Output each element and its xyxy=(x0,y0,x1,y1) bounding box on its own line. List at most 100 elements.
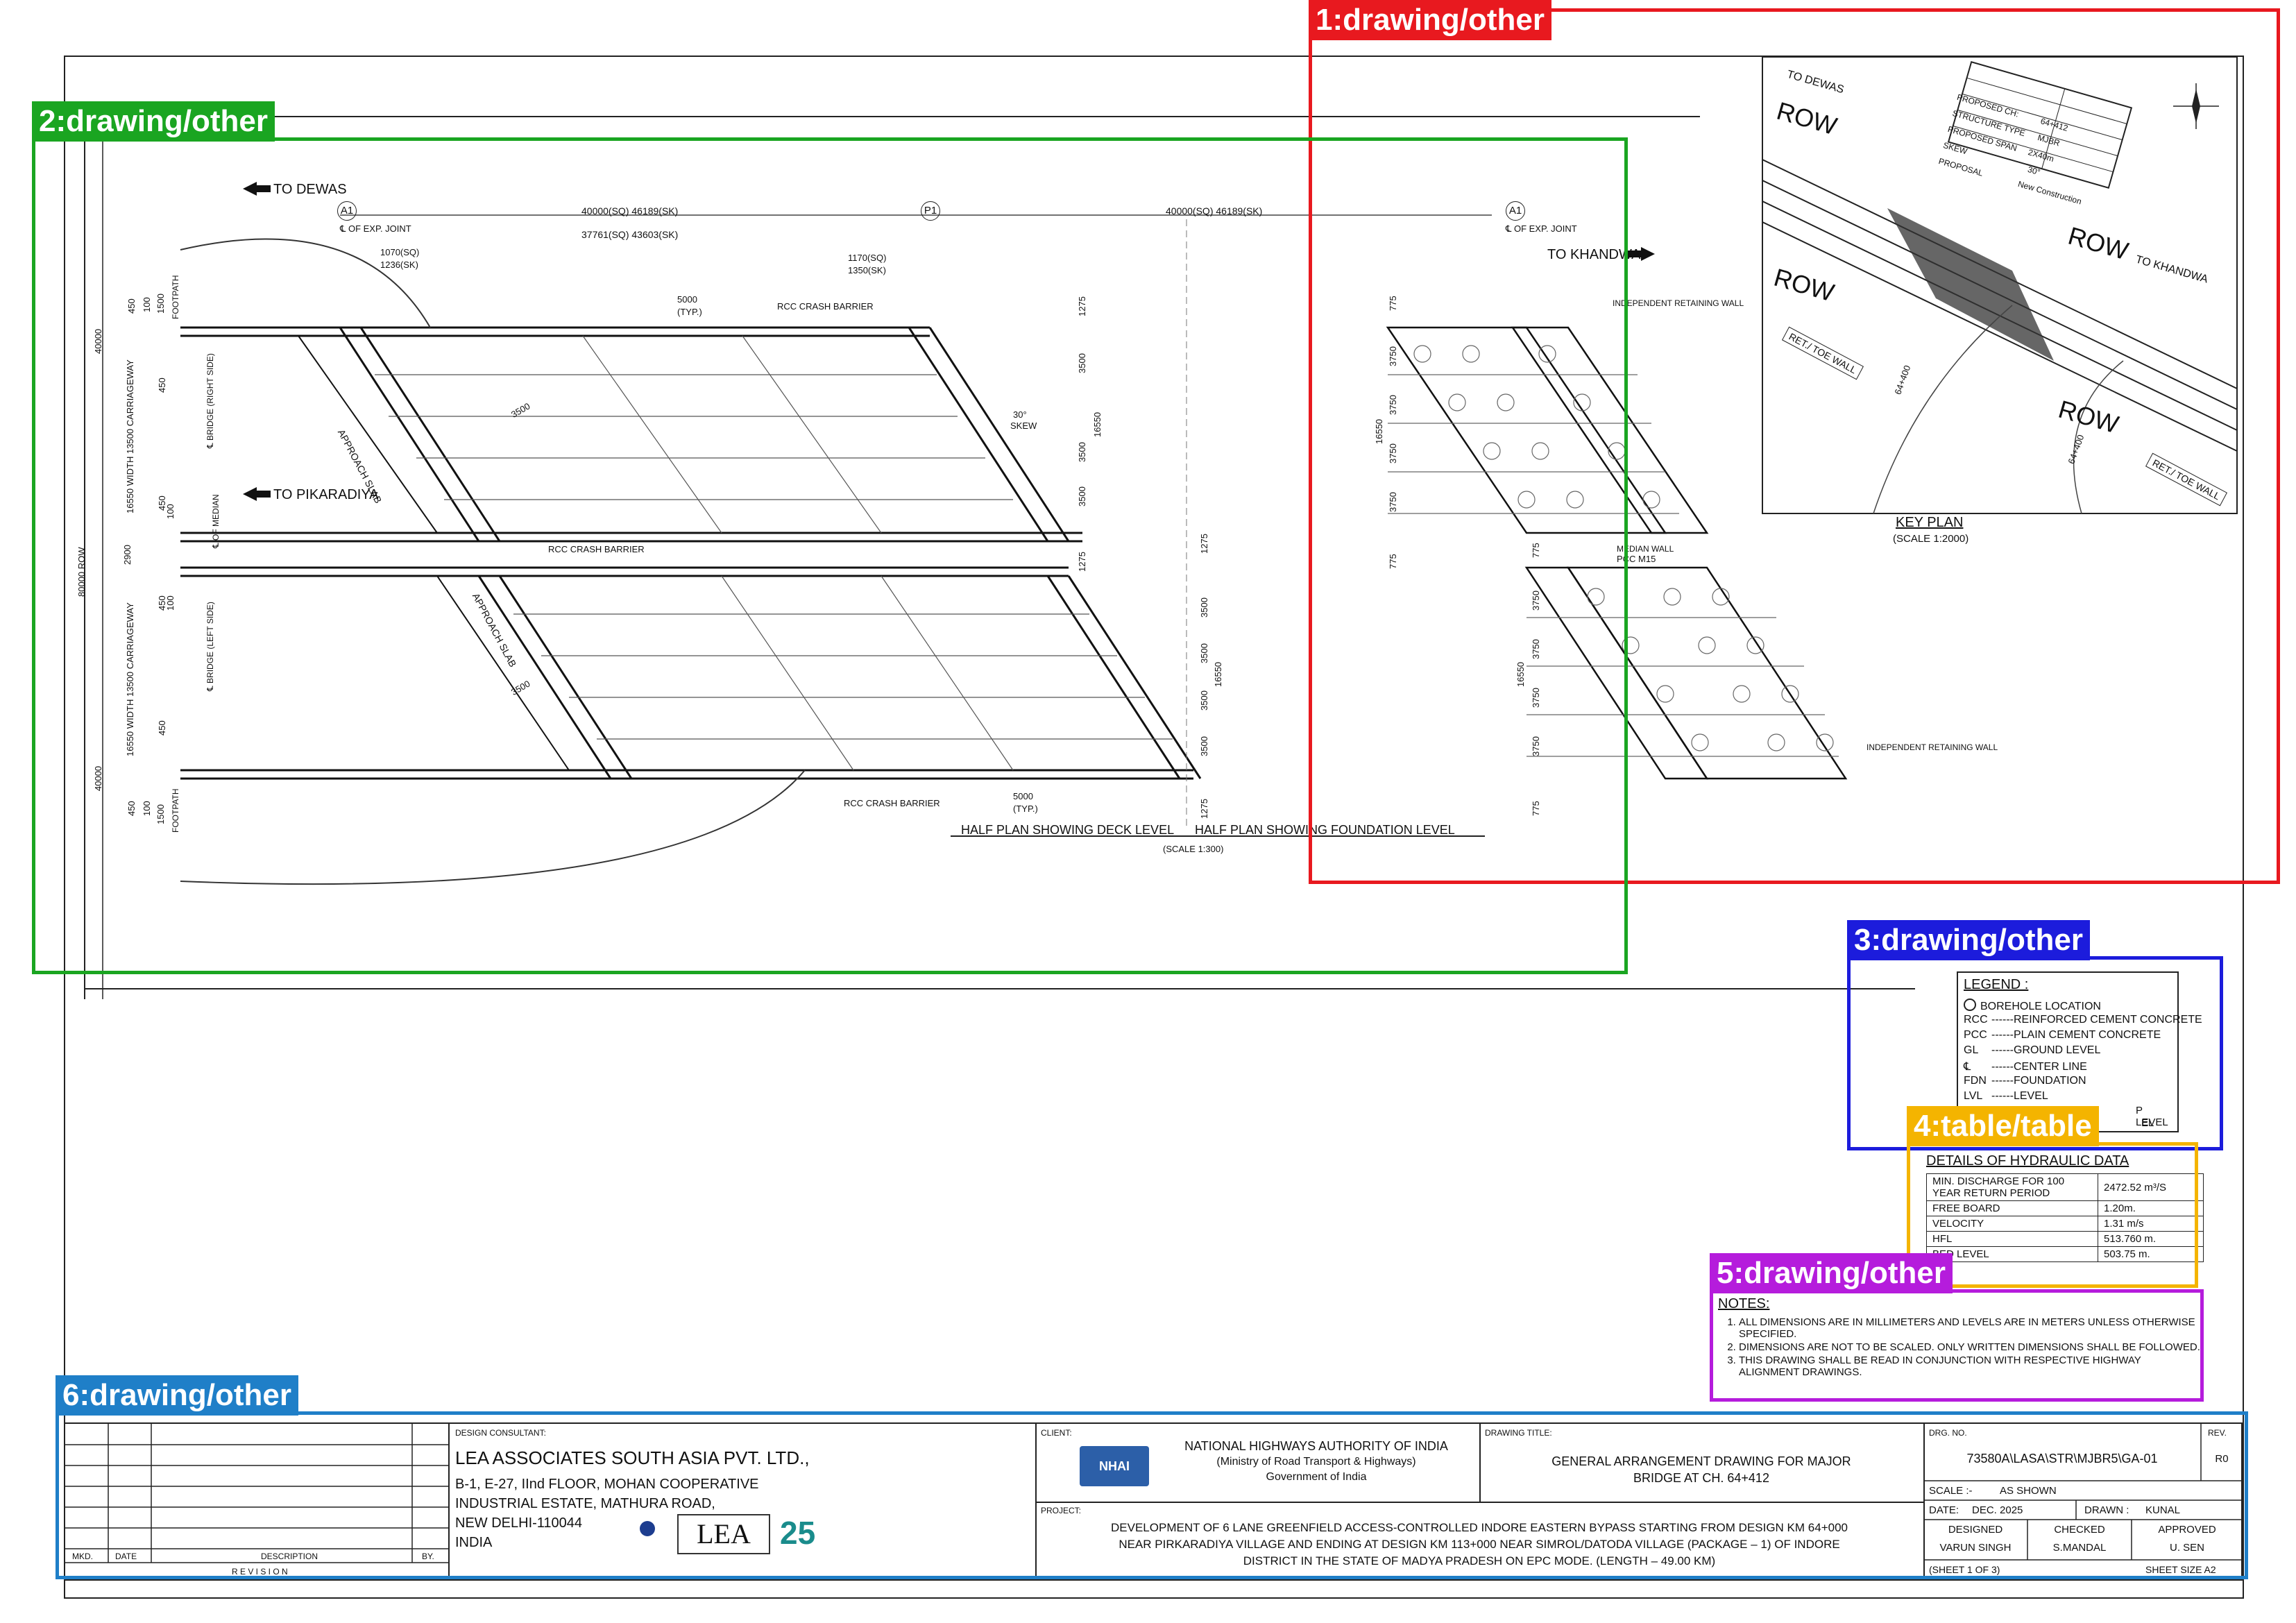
annotation-box-5 xyxy=(1710,1289,2204,1402)
client-name: NATIONAL HIGHWAYS AUTHORITY OF INDIA xyxy=(1184,1439,1448,1453)
exp-joint-left: ℄ OF EXP. JOINT xyxy=(340,223,411,234)
lea-logo: LEA xyxy=(677,1514,770,1554)
drawing-title-label: DRAWING TITLE: xyxy=(1485,1428,1552,1438)
scale-value: AS SHOWN xyxy=(2000,1485,2057,1497)
client-sub-2: Government of India xyxy=(1266,1471,1367,1483)
dim-5000-top: 5000 xyxy=(677,294,697,305)
designed-label: DESIGNED xyxy=(1948,1524,2003,1536)
legend-item: FDN------FOUNDATION xyxy=(1964,1075,2086,1087)
revision-label: R E V I S I O N xyxy=(232,1567,288,1577)
hydraulic-data-block: DETAILS OF HYDRAULIC DATA MIN. DISCHARGE… xyxy=(1926,1153,2204,1262)
rev-header-mkd: MKD. xyxy=(72,1552,93,1561)
drawn-value: KUNAL xyxy=(2145,1504,2181,1516)
consultant-name: LEA ASSOCIATES SOUTH ASIA PVT. LTD., xyxy=(455,1447,810,1468)
legend-tail-1: P LEVEL xyxy=(2136,1105,2168,1128)
legend-tail-2: EL xyxy=(2141,1117,2154,1129)
borehole-icon xyxy=(1964,999,1976,1011)
scale-label: SCALE :- xyxy=(1929,1485,1973,1497)
annotation-label-2: 2:drawing/other xyxy=(32,101,275,142)
annotation-label-4: 4:table/table xyxy=(1907,1106,2099,1146)
seal-icon xyxy=(640,1521,655,1536)
rev-header-by: BY. xyxy=(422,1552,434,1561)
crash-barrier-top: RCC CRASH BARRIER xyxy=(777,301,874,312)
project-line-1: DEVELOPMENT OF 6 LANE GREENFIELD ACCESS-… xyxy=(1111,1521,1848,1534)
crash-barrier-mid: RCC CRASH BARRIER xyxy=(548,544,645,554)
median-wall-label: MEDIAN WALL xyxy=(1617,544,1674,554)
legend-item: PCC------PLAIN CEMENT CONCRETE xyxy=(1964,1029,2161,1041)
key-plan-scale: (SCALE 1:2000) xyxy=(1893,533,1969,545)
sheet-border xyxy=(64,56,2244,1599)
approved-value: U. SEN xyxy=(2169,1542,2204,1554)
legend-item: LVL------LEVEL xyxy=(1964,1090,2048,1102)
project-block: PROJECT: DEVELOPMENT OF 6 LANE GREENFIEL… xyxy=(1035,1502,1925,1581)
legend-item: ℄------CENTER LINE xyxy=(1964,1061,2087,1073)
notes-title: NOTES: xyxy=(1718,1296,1770,1311)
annotation-label-3: 3:drawing/other xyxy=(1847,920,2091,960)
dim-1170: 1170(SQ) xyxy=(848,253,887,263)
legend-title: LEGEND : xyxy=(1964,977,2029,992)
rev-value: R0 xyxy=(2215,1453,2229,1465)
annotation-box-1 xyxy=(1309,8,2280,884)
drg-no-value: 73580A\LASA\STR\MJBR5\GA-01 xyxy=(1966,1452,2158,1465)
date-label: DATE: xyxy=(1929,1504,1959,1516)
consultant-address-1: B-1, E-27, IInd FLOOR, MOHAN COOPERATIVE xyxy=(455,1477,759,1492)
approved-label: APPROVED xyxy=(2158,1524,2216,1536)
checked-label: CHECKED xyxy=(2054,1524,2105,1536)
to-dewas-label: TO DEWAS xyxy=(273,182,347,197)
plan-scale: (SCALE 1:300) xyxy=(1163,844,1224,854)
design-consultant-label: DESIGN CONSULTANT: xyxy=(455,1428,546,1438)
exp-joint-right: ℄ OF EXP. JOINT xyxy=(1506,223,1577,234)
anniversary-logo: 25 xyxy=(780,1515,816,1551)
annotation-label-5: 5:drawing/other xyxy=(1710,1253,1953,1293)
revision-block: MKD. DATE DESCRIPTION BY. R E V I S I O … xyxy=(65,1424,450,1581)
north-compass-icon xyxy=(2173,83,2219,129)
deck-lower xyxy=(180,566,1202,780)
notes-block: NOTES: ALL DIMENSIONS ARE IN MILLIMETERS… xyxy=(1718,1296,2204,1379)
legend-box: LEGEND : BOREHOLE LOCATION RCC------REIN… xyxy=(1957,971,2202,1132)
key-plan-title: KEY PLAN xyxy=(1896,515,1964,530)
legend-item: RCC------REINFORCED CEMENT CONCRETE xyxy=(1964,1014,2202,1026)
annotation-label-1: 1:drawing/other xyxy=(1309,0,1552,40)
sheet-size: SHEET SIZE A2 xyxy=(2145,1564,2216,1575)
drawing-number-block: DRG. NO. 73580A\LASA\STR\MJBR5\GA-01 REV… xyxy=(1923,1424,2243,1581)
half-plan-deck-title: HALF PLAN SHOWING DECK LEVEL xyxy=(961,823,1175,837)
dim-1236: 1236(SK) xyxy=(380,260,418,270)
axis-a1-right: A1 xyxy=(1506,201,1525,221)
rev-header-date: DATE xyxy=(115,1552,137,1561)
designed-value: VARUN SINGH xyxy=(1939,1542,2012,1554)
dim-inner: 37761(SQ) 43603(SK) xyxy=(581,229,679,240)
foundation-plan xyxy=(1386,326,1848,780)
dim-span-1: 40000(SQ) 46189(SK) xyxy=(581,205,679,216)
project-line-3: DISTRICT IN THE STATE OF MADYA PRADESH O… xyxy=(1243,1554,1716,1567)
dim-1070: 1070(SQ) xyxy=(380,247,420,257)
retaining-wall-top: INDEPENDENT RETAINING WALL xyxy=(1613,298,1744,308)
to-pikaradiya-label: TO PIKARADIYA xyxy=(273,487,379,502)
consultant-address-4: INDIA xyxy=(455,1535,493,1550)
sheet-number: (SHEET 1 OF 3) xyxy=(1929,1564,2000,1575)
half-plan-foundation-title: HALF PLAN SHOWING FOUNDATION LEVEL xyxy=(1195,823,1455,837)
drawn-label: DRAWN : xyxy=(2084,1504,2129,1516)
annotation-label-6: 6:drawing/other xyxy=(56,1375,299,1416)
rev-header-description: DESCRIPTION xyxy=(261,1552,318,1561)
note-item: THIS DRAWING SHALL BE READ IN CONJUNCTIO… xyxy=(1739,1354,2204,1378)
hydraulic-title: DETAILS OF HYDRAULIC DATA xyxy=(1926,1153,2129,1169)
checked-value: S.MANDAL xyxy=(2052,1542,2107,1554)
to-khandwa-label: TO KHANDWA xyxy=(1547,247,1641,262)
annotation-box-6 xyxy=(56,1411,2248,1579)
dim-1350: 1350(SK) xyxy=(848,265,886,275)
client-sub-1: (Ministry of Road Transport & Highways) xyxy=(1216,1456,1416,1468)
typ-bottom: (TYP.) xyxy=(1013,804,1038,814)
consultant-address-3: NEW DELHI-110044 xyxy=(455,1515,583,1531)
typ-top: (TYP.) xyxy=(677,307,702,317)
axis-p1: P1 xyxy=(921,201,940,221)
note-item: ALL DIMENSIONS ARE IN MILLIMETERS AND LE… xyxy=(1739,1316,2204,1340)
drawing-title-block: DRAWING TITLE: GENERAL ARRANGEMENT DRAWI… xyxy=(1479,1424,1925,1503)
title-block: MKD. DATE DESCRIPTION BY. R E V I S I O … xyxy=(64,1422,2243,1581)
consultant-address-2: INDUSTRIAL ESTATE, MATHURA ROAD, xyxy=(455,1496,715,1511)
skew-angle: 30° xyxy=(1013,409,1027,420)
client-label: CLIENT: xyxy=(1041,1428,1072,1438)
